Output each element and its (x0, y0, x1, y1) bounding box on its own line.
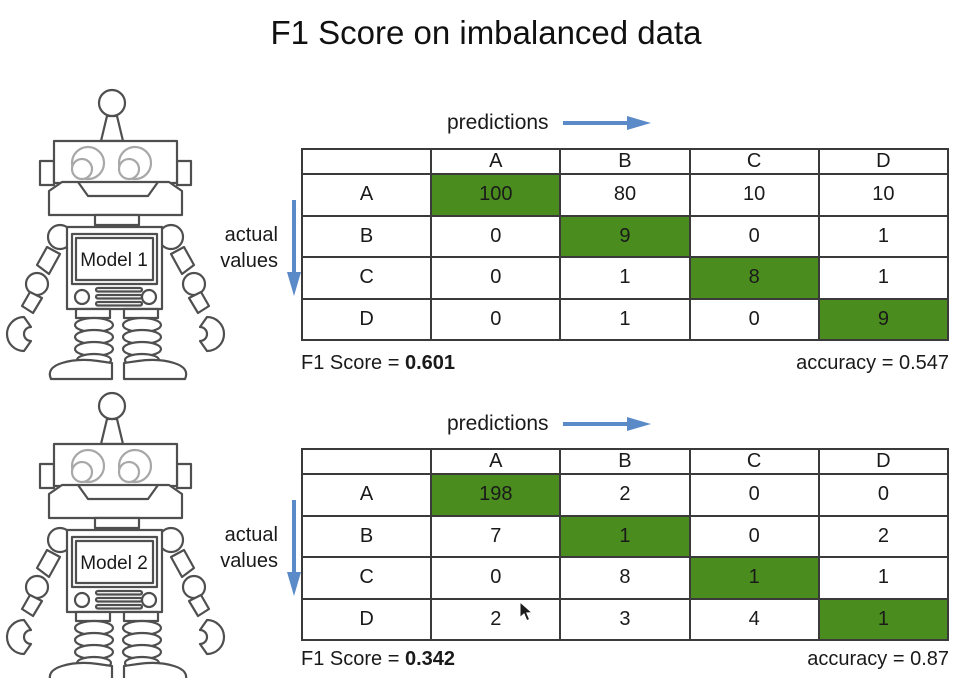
f1-score-2: F1 Score = 0.342 (301, 648, 456, 670)
matrix-cell: 0 (688, 297, 820, 341)
robot-arms (5, 526, 226, 656)
actual-values-label-2: actual values (210, 496, 302, 600)
matrix-cell: 1 (688, 556, 820, 600)
matrix-cell: 1 (559, 514, 691, 558)
matrix-cell: 10 (688, 173, 820, 217)
actual-values-text: actual values (220, 224, 278, 272)
matrix-cell: 10 (817, 173, 950, 217)
matrix-cell: 8 (559, 556, 691, 600)
matrix-cell: 0 (688, 214, 820, 258)
robot-eyes (70, 145, 153, 181)
matrix-row-header: A (300, 473, 433, 517)
matrix-col-header: A (430, 148, 562, 175)
accuracy-2: accuracy = 0.87 (807, 648, 949, 670)
matrix-cell: 4 (688, 597, 820, 641)
robot-illustration-model-1: Model 1 (5, 88, 226, 381)
matrix-cell: 198 (430, 473, 562, 517)
robot-legs (48, 610, 188, 678)
matrix-cell: 80 (559, 173, 691, 217)
robot-neck (93, 516, 141, 530)
matrix-row-header: B (300, 514, 433, 558)
predictions-label-2: predictions (447, 412, 653, 436)
robot-illustration-model-2: Model 2 (5, 391, 226, 678)
robot-antenna (97, 88, 127, 143)
matrix-cell: 2 (559, 473, 691, 517)
matrix-cell: 0 (430, 297, 562, 341)
matrix-cell: 2 (430, 597, 562, 641)
matrix-cell: 0 (430, 556, 562, 600)
robot-antenna (97, 391, 127, 446)
matrix-col-header: D (817, 448, 950, 475)
right-arrow-icon (562, 417, 651, 431)
matrix-cell: 1 (817, 214, 950, 258)
predictions-text: predictions (447, 111, 549, 134)
robot-screen (70, 535, 159, 589)
robot-jaw (47, 483, 184, 520)
matrix-corner-cell (300, 148, 433, 175)
robot-controls (73, 589, 158, 610)
robot-controls (73, 286, 158, 307)
matrix-cell: 1 (559, 297, 691, 341)
matrix-col-header: D (817, 148, 950, 175)
matrix-cell: 0 (430, 214, 562, 258)
score-line-1: F1 Score = 0.601 accuracy = 0.547 (301, 352, 949, 375)
robot-eyes (70, 448, 153, 484)
matrix-cell: 0 (430, 256, 562, 300)
matrix-cell: 7 (430, 514, 562, 558)
matrix-cell: 1 (817, 597, 950, 641)
matrix-row-header: B (300, 214, 433, 258)
page-title: F1 Score on imbalanced data (270, 14, 702, 51)
robot-legs (48, 307, 188, 381)
matrix-col-header: B (559, 448, 691, 475)
matrix-row-header: A (300, 173, 433, 217)
matrix-cell: 0 (817, 473, 950, 517)
down-arrow-icon (287, 200, 301, 296)
model-name-label: Model 1 (80, 250, 148, 271)
matrix-col-header: A (430, 448, 562, 475)
predictions-text: predictions (447, 412, 549, 435)
matrix-cell: 1 (817, 256, 950, 300)
matrix-cell: 9 (817, 297, 950, 341)
actual-values-text: actual values (220, 524, 278, 572)
matrix-row-header: D (300, 297, 433, 341)
matrix-corner-cell (300, 448, 433, 475)
mouse-cursor-icon (519, 601, 534, 622)
matrix-cell: 3 (559, 597, 691, 641)
matrix-cell: 0 (688, 473, 820, 517)
right-arrow-icon (562, 116, 651, 130)
matrix-col-header: C (688, 448, 820, 475)
matrix-cell: 9 (559, 214, 691, 258)
predictions-label-1: predictions (447, 111, 653, 135)
robot-neck (93, 213, 141, 227)
robot-screen (70, 232, 159, 286)
matrix-cell: 100 (430, 173, 562, 217)
accuracy-1: accuracy = 0.547 (796, 352, 949, 374)
matrix-cell: 8 (688, 256, 820, 300)
matrix-cell: 0 (688, 514, 820, 558)
actual-values-label-1: actual values (210, 196, 302, 300)
matrix-cell: 1 (817, 556, 950, 600)
matrix-row-header: D (300, 597, 433, 641)
robot-jaw (47, 180, 184, 217)
matrix-cell: 2 (817, 514, 950, 558)
matrix-col-header: C (688, 148, 820, 175)
matrix-cell: 1 (559, 256, 691, 300)
score-line-2: F1 Score = 0.342 accuracy = 0.87 (301, 648, 949, 671)
model-name-label: Model 2 (80, 553, 148, 574)
matrix-row-header: C (300, 256, 433, 300)
matrix-row-header: C (300, 556, 433, 600)
down-arrow-icon (287, 500, 301, 596)
matrix-col-header: B (559, 148, 691, 175)
f1-score-1: F1 Score = 0.601 (301, 352, 456, 374)
